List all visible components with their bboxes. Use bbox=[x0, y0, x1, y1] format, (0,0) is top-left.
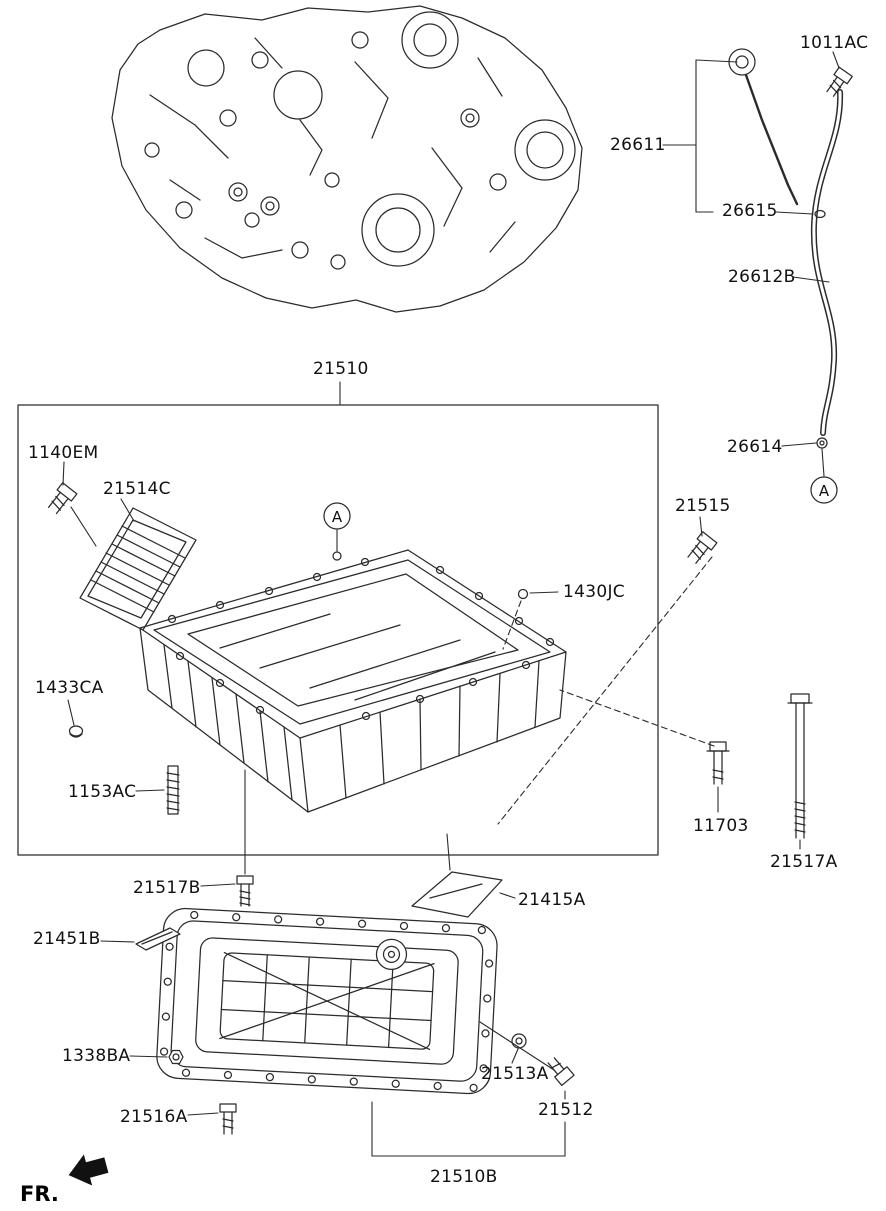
part-label-21415A: 21415A bbox=[518, 890, 586, 910]
plug-21512-drawing bbox=[547, 1057, 575, 1087]
bolt-21517b-drawing bbox=[236, 875, 254, 907]
stud-1153ac-drawing bbox=[166, 765, 180, 815]
part-label-21516A: 21516A bbox=[120, 1107, 188, 1127]
part-label-21512: 21512 bbox=[538, 1100, 594, 1120]
part-label-1433CA: 1433CA bbox=[35, 678, 104, 698]
view-marker-a-pan: A bbox=[323, 502, 351, 530]
part-label-21515: 21515 bbox=[675, 496, 731, 516]
bolt-21515-drawing bbox=[687, 531, 718, 564]
part-label-11703: 11703 bbox=[693, 816, 749, 836]
grommet-26614-drawing bbox=[816, 437, 828, 449]
part-label-26615: 26615 bbox=[722, 201, 778, 221]
part-label-21517B: 21517B bbox=[133, 878, 201, 898]
baffle-plate-drawing bbox=[79, 507, 197, 631]
bolt-1011ac-drawing bbox=[826, 66, 853, 97]
bolt-21517a-drawing bbox=[787, 693, 813, 839]
alignment-dashed-lines bbox=[497, 556, 715, 825]
part-label-1011AC: 1011AC bbox=[800, 33, 869, 53]
part-label-26611: 26611 bbox=[610, 135, 666, 155]
part-label-1430JC: 1430JC bbox=[563, 582, 625, 602]
lower-oil-pan-drawing bbox=[156, 907, 498, 1095]
bracket-21451b-drawing bbox=[135, 927, 181, 951]
part-label-1140EM: 1140EM bbox=[28, 443, 99, 463]
view-marker-a-pan-letter: A bbox=[332, 508, 343, 526]
part-label-21513A: 21513A bbox=[481, 1064, 549, 1084]
bolt-1140em-drawing bbox=[47, 482, 78, 515]
bolt-21516a-drawing bbox=[219, 1103, 237, 1135]
part-label-21517A: 21517A bbox=[770, 852, 838, 872]
part-label-21510B: 21510B bbox=[430, 1167, 498, 1187]
stud-1430jc-drawing bbox=[517, 588, 529, 600]
plug-1433ca-drawing bbox=[68, 725, 84, 738]
leader-lines bbox=[62, 51, 840, 1157]
view-marker-a-right: A bbox=[810, 476, 838, 504]
bolt-11703-drawing bbox=[706, 741, 730, 785]
part-label-21451B: 21451B bbox=[33, 929, 101, 949]
engine-block-drawing bbox=[111, 5, 583, 313]
part-label-21514C: 21514C bbox=[103, 479, 171, 499]
upper-oil-pan-drawing bbox=[139, 549, 567, 813]
washer-21513a-drawing bbox=[511, 1033, 527, 1049]
part-group-box bbox=[17, 404, 659, 856]
dipstick-assembly-drawing bbox=[728, 48, 853, 449]
part-label-26612B: 26612B bbox=[728, 267, 796, 287]
part-label-1338BA: 1338BA bbox=[62, 1046, 131, 1066]
part-label-26614: 26614 bbox=[727, 437, 783, 457]
nut-1338ba-drawing bbox=[168, 1049, 184, 1065]
gasket-21415a-drawing bbox=[411, 871, 503, 918]
part-label-21510: 21510 bbox=[313, 359, 369, 379]
front-direction-label: FR. bbox=[20, 1182, 59, 1206]
oring-26615-drawing bbox=[814, 209, 826, 219]
part-label-1153AC: 1153AC bbox=[68, 782, 137, 802]
front-direction-arrow-icon bbox=[68, 1154, 109, 1186]
view-marker-a-right-letter: A bbox=[819, 482, 830, 500]
